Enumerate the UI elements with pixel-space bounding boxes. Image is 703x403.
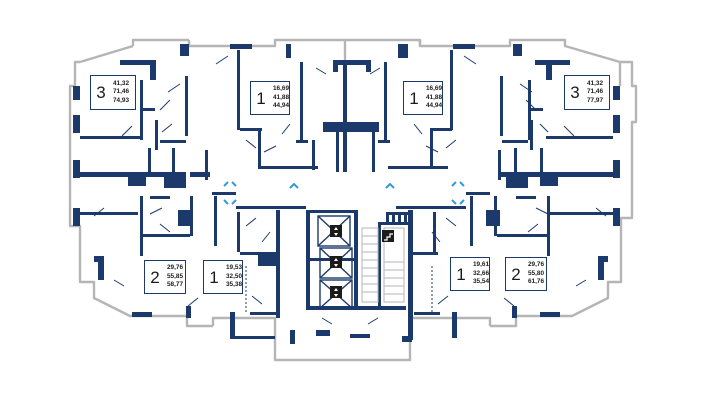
apartment-label-bottom-right[interactable]: 2 29,76 55,80 61,76 — [505, 257, 547, 291]
room-count: 3 — [96, 83, 106, 102]
room-count: 2 — [511, 264, 521, 284]
railing — [386, 212, 410, 222]
apartment-label-top-right[interactable]: 3 41,32 71,46 77,97 — [564, 75, 610, 110]
room-count: 1 — [409, 88, 419, 108]
room-count: 2 — [150, 267, 160, 287]
room-count: 1 — [209, 267, 219, 287]
apartment-label-bottom-center-right[interactable]: 1 19,61 32,66 35,54 — [450, 257, 490, 291]
area-values: 16,69 41,88 44,94 — [273, 85, 289, 110]
walls — [73, 44, 620, 344]
area-values: 16,69 41,88 44,94 — [426, 85, 442, 110]
room-count: 1 — [456, 264, 466, 284]
apartment-label-top-center-right[interactable]: 1 16,69 41,88 44,94 — [403, 81, 443, 115]
area-values: 19,61 32,66 35,54 — [473, 261, 489, 286]
elevator-icon — [330, 225, 342, 298]
area-values: 19,53 32,50 35,38 — [226, 264, 242, 289]
stairs-icon — [361, 227, 405, 303]
doors — [93, 55, 607, 325]
apartment-label-top-left[interactable]: 3 41,32 71,46 74,93 — [90, 75, 136, 110]
room-count: 1 — [256, 88, 266, 108]
apartment-label-bottom-center-left[interactable]: 1 19,53 32,50 35,38 — [203, 260, 243, 294]
area-values: 41,32 71,46 74,93 — [113, 79, 129, 104]
entrance-arrow-icon — [223, 181, 465, 205]
room-count: 3 — [570, 83, 580, 102]
apartment-label-bottom-left[interactable]: 2 29,76 55,85 58,77 — [144, 260, 186, 294]
apartment-label-top-center-left[interactable]: 1 16,69 41,88 44,94 — [250, 81, 290, 115]
area-values: 29,76 55,80 61,76 — [528, 261, 544, 286]
area-values: 29,76 55,85 58,77 — [167, 264, 183, 289]
area-values: 41,32 71,46 77,97 — [587, 79, 603, 104]
stairs-sign-icon — [382, 230, 394, 242]
